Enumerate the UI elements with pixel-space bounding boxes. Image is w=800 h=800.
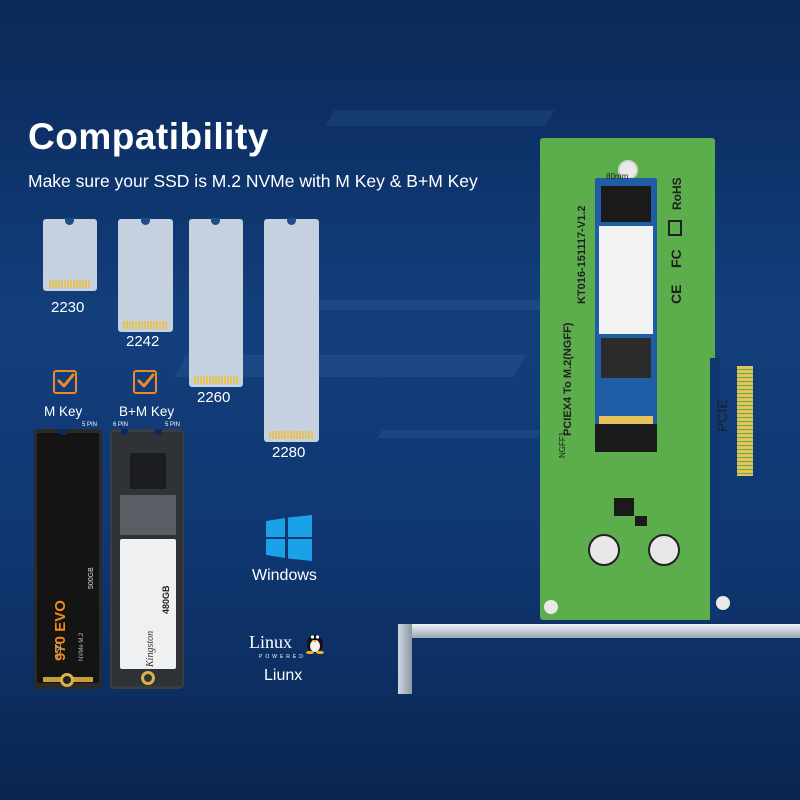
ssd-2242-illustration <box>118 218 173 332</box>
kingston-capacity: 480GB <box>161 585 171 614</box>
bm-key-pin-label-left: 6 PIN <box>113 422 129 428</box>
board-model-text: PCIEX4 To M.2(NGFF) <box>562 322 574 436</box>
board-80mm-text: 80mm <box>606 172 629 181</box>
ssd-2260-illustration <box>189 218 243 387</box>
pcie-bracket <box>398 624 800 638</box>
linux-logo-text: Linux <box>249 632 292 652</box>
page-title: Compatibility <box>28 116 269 157</box>
size-label-2230: 2230 <box>51 299 85 316</box>
m2-connector <box>595 424 657 452</box>
size-label-2280: 2280 <box>272 444 306 461</box>
pcie-gold-fingers <box>737 366 753 476</box>
pcie-bracket-tab <box>398 624 412 694</box>
light-streak <box>297 300 563 310</box>
m-key-check-icon <box>53 370 77 394</box>
m-key-pin-label: 5 PIN <box>82 422 98 428</box>
ssd-2280-illustration <box>264 218 319 442</box>
capacitor <box>588 534 620 566</box>
ssd-2230-illustration <box>43 218 97 291</box>
ssd-capacity: 500GB <box>88 567 95 589</box>
m-key-ssd-card: SSD 970 EVO NVMe M.2 500GB <box>34 429 102 689</box>
light-streak <box>377 430 543 438</box>
page-subtitle: Make sure your SSD is M.2 NVMe with M Ke… <box>28 171 478 191</box>
linux-label: Liunx <box>264 667 303 684</box>
windows-label: Windows <box>252 567 317 584</box>
pcie-adapter-board: PCIEX4 To M.2(NGFF) KT016-151117-V1.2 NG… <box>540 138 753 620</box>
linux-logo: Linux POWERED <box>249 632 331 666</box>
size-label-2260: 2260 <box>197 389 231 406</box>
recycle-bin-icon <box>668 220 682 236</box>
board-connector-text: NGFF1 <box>558 431 567 458</box>
bm-key-ssd-card: Kingston 480GB <box>110 429 184 689</box>
m-key-label: M Key <box>44 404 83 419</box>
light-streak <box>325 110 555 126</box>
board-rohs-text: RoHS <box>670 177 684 210</box>
linux-powered-text: POWERED <box>259 654 306 660</box>
onboard-nvme-ssd <box>595 178 657 448</box>
size-label-2242: 2242 <box>126 333 160 350</box>
windows-logo-icon <box>266 515 312 561</box>
bm-key-pin-label-right: 5 PIN <box>165 422 181 428</box>
mount-hole <box>544 600 558 614</box>
top-band <box>0 0 800 100</box>
kingston-brand: Kingston <box>145 630 156 667</box>
ssd-model: 970 EVO <box>52 600 69 661</box>
capacitor <box>648 534 680 566</box>
bottom-band <box>0 700 800 800</box>
board-code-text: KT016-151117-V1.2 <box>576 205 588 304</box>
bm-key-label: B+M Key <box>119 404 175 419</box>
board-slot-text: PCIE <box>714 399 730 432</box>
board-ce-text: CE <box>668 284 684 304</box>
tux-penguin-icon <box>306 635 324 654</box>
ssd-spec: NVMe M.2 <box>79 632 85 661</box>
board-fc-text: FC <box>668 249 684 268</box>
bm-key-check-icon <box>133 370 157 394</box>
mount-hole <box>716 596 730 610</box>
